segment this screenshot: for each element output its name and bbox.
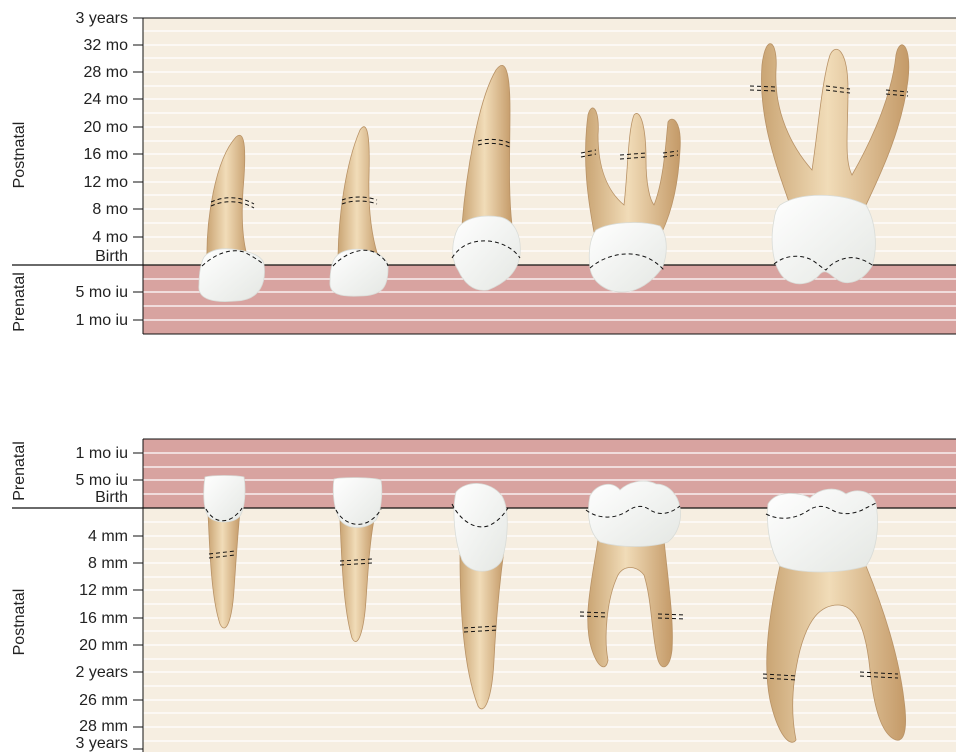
- lower-tick-label: 12 mm: [79, 582, 128, 599]
- upper-tick-label: 8 mo: [92, 201, 128, 218]
- lower-tick-label: 26 mm: [79, 692, 128, 709]
- upper-tick-label: 3 years: [76, 10, 128, 27]
- lower-tick-label: 2 years: [76, 664, 128, 681]
- upper-tick-label: 24 mo: [84, 91, 129, 108]
- lower-panel: 1 mo iu 5 mo iu Birth 4 mm 8 mm 12 mm 16…: [11, 439, 956, 752]
- lower-tick-label: 28 mm: [79, 718, 128, 735]
- upper-tick-label: 5 mo iu: [76, 284, 128, 301]
- upper-tick-label: 1 mo iu: [76, 312, 128, 329]
- upper-tick-label: 20 mo: [84, 119, 129, 136]
- lower-tick-label: 20 mm: [79, 637, 128, 654]
- upper-tick-label: 4 mo: [92, 229, 128, 246]
- lower-tick-label: 5 mo iu: [76, 472, 128, 489]
- upper-tick-label: 32 mo: [84, 37, 129, 54]
- upper-postnatal-axis-label: Postnatal: [11, 122, 28, 189]
- lower-tick-label: Birth: [95, 489, 128, 506]
- upper-tick-label: Birth: [95, 248, 128, 265]
- upper-tick-label: 16 mo: [84, 146, 129, 163]
- lower-tick-label: 1 mo iu: [76, 445, 128, 462]
- lower-tick-label: 3 years: [76, 735, 128, 752]
- upper-tick-label: 12 mo: [84, 174, 129, 191]
- lower-tick-label: 4 mm: [88, 528, 128, 545]
- lower-tick-label: 8 mm: [88, 555, 128, 572]
- lower-postnatal-axis-label: Postnatal: [11, 589, 28, 656]
- lower-tick-label: 16 mm: [79, 610, 128, 627]
- lower-prenatal-axis-label: Prenatal: [11, 441, 28, 501]
- upper-tick-label: 28 mo: [84, 64, 129, 81]
- upper-prenatal-axis-label: Prenatal: [11, 272, 28, 332]
- upper-panel: 3 years 32 mo 28 mo 24 mo 20 mo 16 mo 12…: [11, 10, 956, 334]
